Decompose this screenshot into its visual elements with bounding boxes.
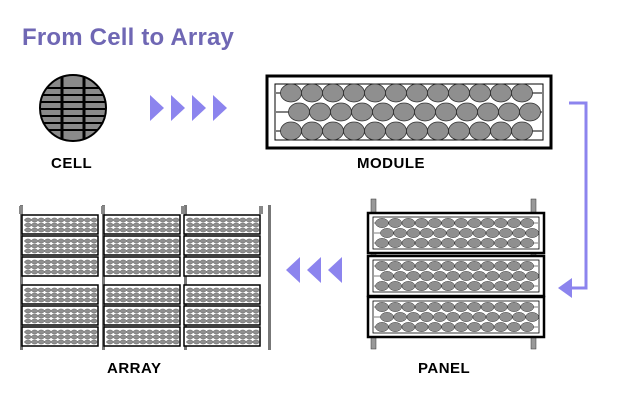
diagram-title: From Cell to Array bbox=[22, 24, 235, 51]
left-chevron-arrows-icon bbox=[286, 257, 342, 283]
bent-arrow-down-left-icon bbox=[558, 101, 588, 298]
solar-panel bbox=[366, 198, 546, 350]
solar-array bbox=[19, 205, 271, 350]
array-label: ARRAY bbox=[107, 360, 162, 377]
panel-label: PANEL bbox=[418, 360, 471, 377]
solar-cell bbox=[39, 74, 107, 142]
module-label: MODULE bbox=[357, 155, 425, 172]
right-chevron-arrows-icon bbox=[150, 95, 227, 121]
solar-module bbox=[265, 74, 553, 150]
cell-label: CELL bbox=[51, 155, 93, 172]
